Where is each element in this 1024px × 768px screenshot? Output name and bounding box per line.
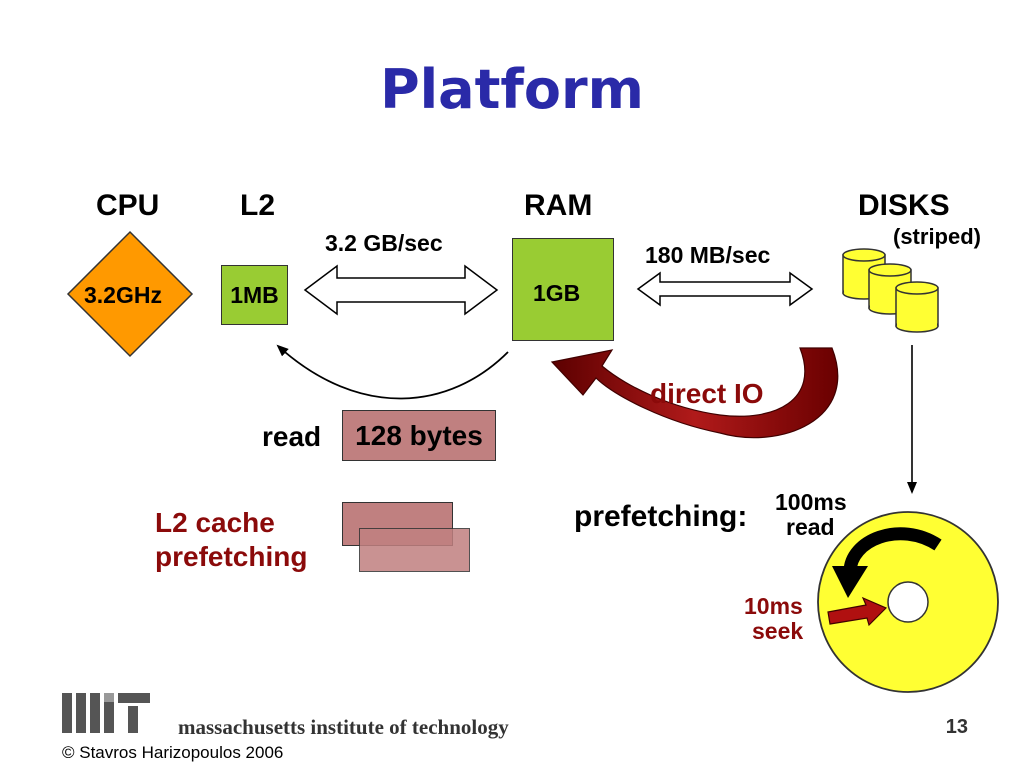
page-title: Platform (380, 58, 644, 121)
l2-header: L2 (240, 189, 276, 222)
rotation-arrow (843, 527, 942, 573)
ram-size-label: 1GB (533, 280, 581, 306)
cpu-speed-label: 3.2GHz (84, 282, 162, 308)
seek-time-line1: 10ms (744, 593, 803, 619)
read-size-label: 128 bytes (355, 419, 483, 451)
footer-copyright: © Stavros Harizopoulos 2006 (62, 743, 284, 762)
l2-cache-box: 1MB (221, 265, 288, 325)
l2-ram-bandwidth: 3.2 GB/sec (325, 230, 443, 256)
ram-disk-bandwidth: 180 MB/sec (645, 242, 771, 268)
prefetching-label: prefetching: (574, 500, 748, 533)
disks-striped-note: (striped) (893, 224, 981, 249)
disks-cylinder-stack-icon (842, 248, 939, 333)
read-time-line2: read (786, 514, 835, 540)
page-number: 13 (945, 716, 968, 738)
direct-io-arrow (550, 347, 839, 439)
l2-prefetch-line2: prefetching (155, 541, 308, 572)
l2-size-label: 1MB (230, 281, 279, 308)
cpu-diamond-icon (66, 230, 194, 358)
read-size-box: 128 bytes (342, 410, 496, 461)
ram-to-l2-curved-arrow (276, 344, 509, 400)
l2-ram-double-arrow (303, 264, 499, 316)
direct-io-label: direct IO (650, 378, 764, 409)
ram-box: 1GB (512, 238, 614, 341)
seek-arrow (827, 596, 888, 627)
rotation-arrow-head (832, 566, 868, 598)
read-time-line1: 100ms (775, 489, 847, 515)
ram-header: RAM (524, 189, 593, 222)
seek-time-line2: seek (752, 618, 804, 644)
ram-disk-double-arrow (636, 271, 814, 307)
footer-institution: massachusetts institute of technology (178, 715, 509, 739)
l2-prefetch-line1: L2 cache (155, 507, 275, 538)
cache-line-box-2 (359, 528, 470, 572)
disk-platter-icon (817, 511, 999, 693)
mit-logo-icon (62, 693, 150, 733)
read-word: read (262, 421, 322, 452)
cpu-header: CPU (96, 189, 160, 222)
disks-header: DISKS (858, 189, 950, 222)
